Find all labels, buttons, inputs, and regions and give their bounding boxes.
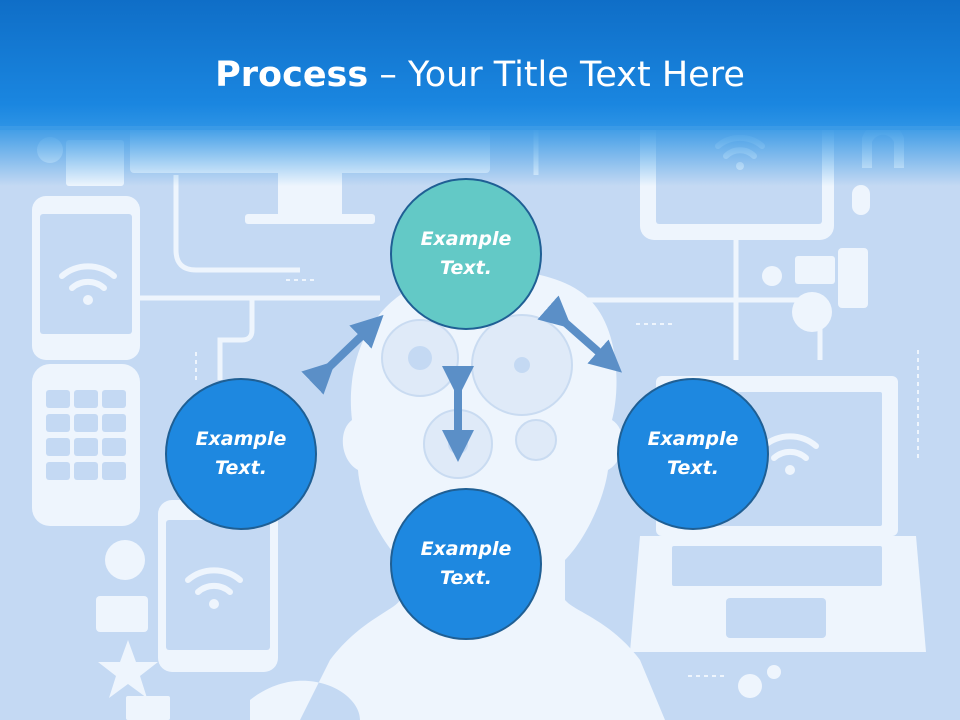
process-step-bottom: Example Text.	[390, 488, 542, 640]
title-bold: Process	[215, 55, 369, 95]
arrow-top-left	[301, 314, 384, 395]
process-step-left-text: Example Text.	[195, 428, 287, 479]
process-step-right-text: Example Text.	[647, 428, 739, 479]
title-bar	[0, 0, 960, 130]
process-step-right: Example Text.	[617, 378, 769, 530]
title-rest: – Your Title Text Here	[368, 55, 745, 95]
title-bar-fade	[0, 126, 960, 186]
process-step-top-text: Example Text.	[420, 228, 512, 279]
process-step-left: Example Text.	[165, 378, 317, 530]
arrow-top-right	[537, 295, 623, 373]
process-step-bottom-text: Example Text.	[420, 538, 512, 589]
slide-title: Process – Your Title Text Here	[0, 52, 960, 98]
wifi-icon	[59, 134, 819, 595]
process-step-top: Example Text.	[390, 178, 542, 330]
